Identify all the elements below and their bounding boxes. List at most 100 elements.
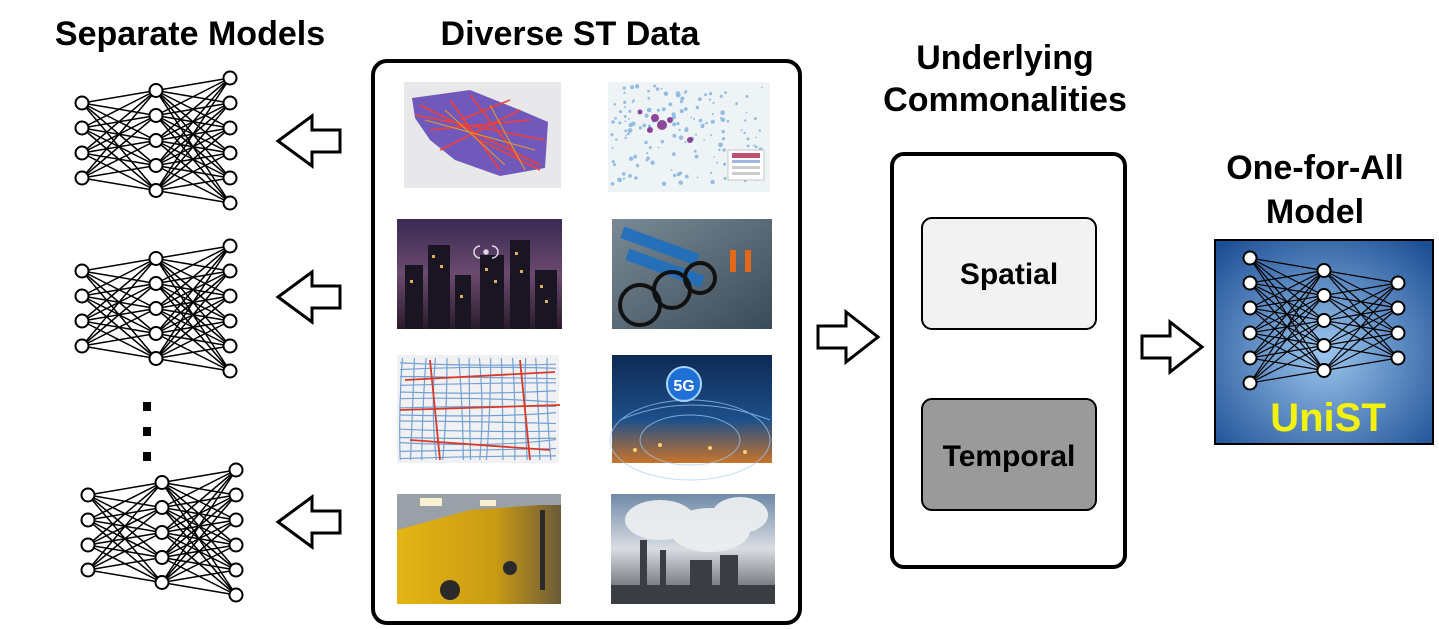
density-dot — [726, 119, 730, 123]
road-line — [399, 390, 557, 394]
network-node — [222, 363, 238, 379]
density-dot — [724, 91, 728, 95]
density-dot — [661, 181, 667, 186]
network-edge — [1249, 270, 1325, 334]
network-edge — [155, 77, 231, 166]
network-node — [148, 183, 164, 198]
density-dot — [623, 106, 626, 109]
density-dot — [694, 133, 698, 136]
network-edge — [161, 581, 237, 596]
density-dot — [704, 93, 708, 97]
network-edge — [1249, 295, 1325, 384]
network-edge — [87, 481, 163, 546]
density-dot — [723, 176, 727, 180]
density-dot — [676, 122, 680, 126]
network-node — [222, 263, 238, 279]
network-edge — [155, 77, 231, 191]
network-node — [222, 288, 238, 304]
network-edge — [81, 89, 157, 129]
density-dot — [745, 95, 749, 98]
network-node — [1316, 313, 1332, 328]
density-dot — [719, 117, 722, 119]
network-edge — [155, 320, 231, 360]
density-dot — [695, 105, 700, 110]
separate-model-network-3 — [80, 462, 244, 603]
density-dot — [713, 155, 716, 158]
density-dot — [663, 91, 669, 96]
road-line — [399, 436, 557, 440]
network-edge — [81, 345, 157, 360]
network-node — [1242, 300, 1258, 316]
density-dot — [648, 146, 652, 150]
spatial-label: Spatial — [960, 258, 1058, 291]
density-dot — [622, 177, 626, 180]
density-dot — [624, 120, 627, 123]
network-node — [1390, 300, 1406, 316]
network-node — [148, 301, 164, 316]
network-node — [148, 158, 164, 173]
road-network-image — [397, 355, 561, 463]
network-edge — [155, 77, 231, 142]
density-dot — [711, 113, 714, 116]
network-edge — [155, 245, 231, 334]
density-dot — [694, 154, 699, 159]
left-arrow-icon — [275, 269, 342, 325]
network-edge — [1323, 282, 1399, 371]
density-dot — [697, 97, 702, 102]
network-edge — [161, 469, 237, 534]
density-dot — [644, 140, 648, 145]
network-node — [1316, 263, 1332, 278]
density-dot — [678, 128, 681, 132]
network-edge — [81, 307, 157, 347]
network-edge — [81, 114, 157, 179]
road-line — [399, 428, 557, 433]
network-node — [228, 562, 244, 578]
density-map-image — [608, 82, 770, 192]
density-dot — [680, 171, 683, 174]
network-node — [154, 475, 170, 490]
density-dot — [655, 87, 660, 91]
left-arrow-icon — [275, 113, 342, 169]
density-dot — [628, 174, 632, 178]
density-dot — [631, 101, 634, 104]
density-dot — [684, 107, 688, 111]
network-node — [222, 145, 238, 161]
density-dot — [653, 84, 657, 88]
density-dot — [618, 121, 622, 125]
network-node — [1316, 363, 1332, 378]
network-node — [148, 276, 164, 291]
network-edge — [155, 357, 231, 372]
density-dot — [627, 117, 630, 120]
network-edge — [81, 89, 157, 104]
flow-map-image — [404, 82, 561, 188]
density-dot — [693, 149, 697, 153]
network-node — [222, 170, 238, 186]
road-line — [511, 357, 516, 461]
density-dot — [672, 133, 677, 138]
density-dot — [754, 145, 758, 149]
network-edge — [1249, 369, 1325, 384]
density-dot — [646, 152, 649, 155]
diverse-st-data-title: Diverse ST Data — [440, 15, 700, 53]
network-edge — [1249, 270, 1325, 384]
network-edge — [155, 245, 231, 260]
network-edge — [161, 469, 237, 558]
density-dot — [722, 162, 727, 166]
density-dot — [710, 119, 715, 124]
temporal-box — [921, 398, 1097, 511]
density-dot — [646, 156, 650, 161]
density-dot — [646, 107, 652, 113]
density-dot — [755, 136, 757, 139]
density-dot — [626, 132, 630, 136]
network-edge — [155, 77, 231, 117]
network-edge — [87, 569, 163, 584]
density-dot — [614, 116, 617, 120]
network-edge — [81, 257, 157, 322]
network-edge — [1249, 320, 1325, 384]
density-dot — [680, 96, 685, 101]
network-node — [1242, 375, 1258, 391]
road-line — [399, 420, 557, 425]
network-node — [228, 462, 244, 478]
network-edge — [155, 245, 231, 359]
